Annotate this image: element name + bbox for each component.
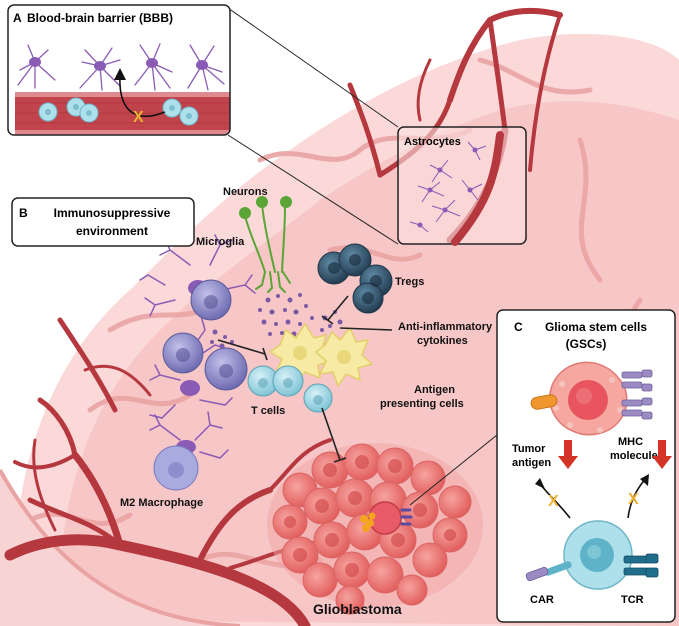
panel-c-title-line1: Glioma stem cells [545, 320, 647, 334]
panel-a-bbb: X A Blood-brain barrier (BBB) [7, 4, 231, 136]
panel-c-letter: C [514, 320, 523, 334]
connector-line-c [409, 434, 498, 506]
panel-c-title-line2: (GSCs) [566, 337, 607, 351]
glioblastoma-tumor [267, 443, 483, 615]
gsc-tumor-cell [530, 361, 653, 436]
treg-cells [317, 243, 393, 314]
mhc-marks [400, 508, 413, 526]
tumor-antigen-label-line2: antigen [512, 457, 551, 469]
microglia-label: Microglia [196, 236, 245, 248]
mhc-molecule-icon [621, 369, 653, 420]
bbb-block-mark: X [133, 109, 144, 126]
panel-b-title-line2: environment [76, 224, 148, 238]
panel-b-letter: B [19, 206, 28, 220]
inhibition-lines [217, 295, 393, 463]
connector-line-a-bottom [227, 134, 399, 245]
panel-b-title-line1: Immunosuppressive [54, 206, 171, 220]
blood-vessels [4, 7, 563, 626]
tregs-label: Tregs [395, 276, 424, 288]
tcr-receptor-icon [623, 553, 659, 578]
astrocytes-label: Astrocytes [404, 136, 461, 148]
presenting-cells-label: presenting cells [380, 398, 464, 410]
car-receptor-icon [525, 561, 572, 582]
connector-line-a-top [227, 7, 399, 128]
m2-macrophage-label: M2 Macrophage [120, 497, 203, 509]
car-block-mark: X [548, 493, 559, 510]
tcr-label: TCR [621, 594, 644, 606]
anti-inflammatory-label: Anti-inflammatory [398, 321, 493, 333]
panel-a-title: Blood-brain barrier (BBB) [27, 11, 173, 25]
tumor-antigen-label-line1: Tumor [512, 443, 546, 455]
panel-a-letter: A [13, 11, 22, 25]
tumor-antigen-cluster [360, 512, 376, 532]
tcr-block-mark: X [628, 491, 639, 508]
glioblastoma-label: Glioblastoma [313, 601, 402, 617]
m2-macrophage [149, 411, 229, 491]
neurons [239, 196, 292, 293]
mhc-label-line2: molecule [610, 450, 658, 462]
astrocytes-inset: Astrocytes [397, 126, 527, 246]
microglia-cells [139, 234, 256, 419]
cytokine-dots [210, 293, 343, 349]
downregulation-arrows [558, 440, 672, 469]
antigen-label: Antigen [414, 384, 455, 396]
neurons-label: Neurons [223, 186, 268, 198]
panel-b-title-box: B Immunosuppressive environment [11, 197, 195, 247]
car-t-cell [525, 520, 659, 590]
panel-c-gsc: C Glioma stem cells (GSCs) Tumor antigen… [496, 309, 676, 623]
cytokines-label: cytokines [417, 335, 468, 347]
diagram-labels: Neurons Microglia Tregs Anti-inflammator… [120, 186, 493, 617]
mhc-label-line1: MHC [618, 436, 643, 448]
t-cells-label: T cells [251, 405, 285, 417]
car-label: CAR [530, 594, 554, 606]
